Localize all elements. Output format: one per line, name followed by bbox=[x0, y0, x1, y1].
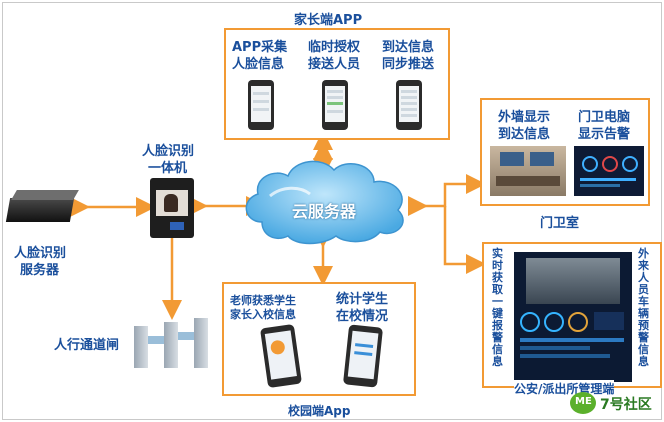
parent-feature-2-line1: 临时授权 bbox=[308, 40, 361, 55]
face-server-device bbox=[5, 190, 79, 224]
hand-phone-image bbox=[259, 323, 303, 389]
campus-feature-1-line1: 老师获悉学生 bbox=[230, 294, 296, 307]
campus-app-box: 老师获悉学生 家长入校信息 统计学生 在校情况 bbox=[222, 282, 416, 396]
meeting-room-photo bbox=[490, 146, 566, 196]
watermark-text: 7号社区 bbox=[600, 397, 652, 413]
arrow-cloud-police bbox=[443, 206, 486, 274]
phone-image bbox=[396, 80, 422, 130]
face-server-label-line1: 人脸识别 bbox=[14, 246, 67, 261]
phone-image bbox=[322, 80, 348, 130]
parent-app-box: APP采集 人脸信息 临时授权 接送人员 到达信息 同步推送 bbox=[224, 28, 450, 140]
campus-feature-1-line2: 家长入校信息 bbox=[230, 308, 296, 321]
campus-app-title: 校园端App bbox=[288, 404, 351, 418]
police-right-vertical-text: 外来人员车辆预警信息 bbox=[638, 247, 649, 368]
parent-app-title: 家长端APP bbox=[294, 13, 363, 28]
campus-feature-2-line2: 在校情况 bbox=[336, 309, 389, 324]
gate-label: 人行通道闸 bbox=[54, 338, 120, 353]
guard-feature-1-line2: 到达信息 bbox=[498, 127, 551, 142]
face-server-label-line2: 服务器 bbox=[20, 263, 60, 278]
parent-feature-2-line2: 接送人员 bbox=[308, 57, 361, 72]
watermark-logo bbox=[570, 392, 596, 414]
guard-computer-screen bbox=[574, 146, 644, 196]
guard-feature-2-line2: 显示告警 bbox=[578, 127, 631, 142]
guard-room-box: 外墙显示 到达信息 门卫电脑 显示告警 bbox=[480, 98, 650, 206]
parent-feature-1-line2: 人脸信息 bbox=[232, 57, 285, 72]
guard-feature-1-line1: 外墙显示 bbox=[498, 110, 551, 125]
arrow-cloud-guard bbox=[408, 174, 486, 216]
campus-feature-2-line1: 统计学生 bbox=[336, 292, 389, 307]
phone-image bbox=[248, 80, 274, 130]
cloud-highlight bbox=[269, 186, 311, 198]
face-terminal-label-line2: 一体机 bbox=[148, 161, 188, 176]
watermark-logo-text: ME bbox=[575, 396, 592, 407]
cloud-label: 云服务器 bbox=[292, 202, 357, 221]
parent-feature-3-line2: 同步推送 bbox=[382, 57, 435, 72]
police-left-vertical-text: 实时获取一键报警信息 bbox=[492, 247, 503, 368]
police-dashboard-screen bbox=[514, 252, 632, 382]
police-box: 实时获取一键报警信息 外来人员车辆预警信息 bbox=[482, 242, 662, 388]
parent-feature-1-line1: APP采集 bbox=[232, 40, 288, 55]
face-terminal-device bbox=[150, 178, 194, 238]
face-terminal-label-line1: 人脸识别 bbox=[142, 144, 195, 159]
guard-feature-2-line1: 门卫电脑 bbox=[578, 110, 631, 125]
cloud-shape bbox=[245, 160, 404, 245]
guard-room-label: 门卫室 bbox=[540, 216, 580, 231]
hand-phone-image bbox=[342, 324, 384, 388]
gate-device bbox=[134, 318, 212, 374]
parent-feature-3-line1: 到达信息 bbox=[382, 40, 435, 55]
